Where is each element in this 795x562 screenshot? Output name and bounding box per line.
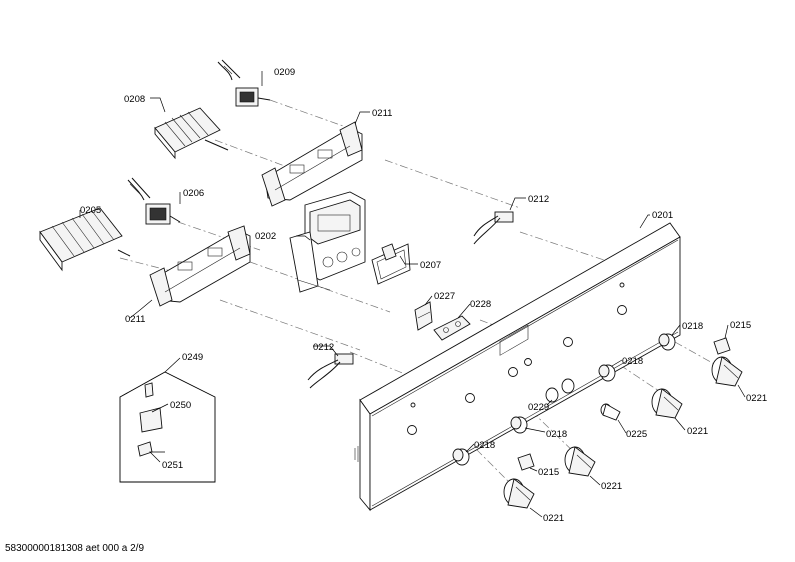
button-0215-b xyxy=(517,453,535,471)
label-0206: 0206 xyxy=(183,188,204,199)
pushrod-0225 xyxy=(600,403,621,421)
label-0201: 0201 xyxy=(652,210,673,221)
kit-box-0249 xyxy=(119,357,216,483)
knob-0221-c xyxy=(564,446,596,477)
bushing-0218-d xyxy=(452,448,470,466)
label-0221-c: 0221 xyxy=(601,481,622,492)
label-0212-lower: 0212 xyxy=(313,342,334,353)
label-0211-lower: 0211 xyxy=(125,314,145,325)
clip-0228 xyxy=(433,315,471,341)
label-0225: 0225 xyxy=(626,429,647,440)
label-0227: 0227 xyxy=(434,291,455,302)
leader-lines xyxy=(79,71,746,518)
label-0202: 0202 xyxy=(255,231,276,242)
label-0207: 0207 xyxy=(420,260,441,271)
label-0250: 0250 xyxy=(170,400,191,411)
label-0218-a: 0218 xyxy=(682,321,703,332)
bracket-0211-upper xyxy=(261,121,363,207)
label-0215-a: 0215 xyxy=(730,320,751,331)
label-0205: 0205 xyxy=(80,205,101,216)
lens-frame-0207 xyxy=(371,243,411,285)
thermostat-0206 xyxy=(127,177,181,225)
label-0218-d: 0218 xyxy=(474,440,495,451)
control-panel-0201 xyxy=(354,222,681,512)
knob-0221-a xyxy=(711,356,743,387)
label-0211-upper: 0211 xyxy=(372,108,392,119)
electronics-module-0202 xyxy=(289,191,366,293)
label-0218-b: 0218 xyxy=(622,356,643,367)
wiring-0212-lower xyxy=(307,353,354,389)
bushing-0218-a xyxy=(658,333,676,351)
label-0221-b: 0221 xyxy=(687,426,708,437)
part-labels: 0201 0202 0205 0206 0207 0208 0209 0211 … xyxy=(80,67,767,524)
thermostat-0209 xyxy=(217,59,271,107)
label-0249: 0249 xyxy=(182,352,203,363)
label-0209: 0209 xyxy=(274,67,295,78)
bushing-0218-b xyxy=(598,364,616,382)
document-footer: 58300000181308 aet 000 a 2/9 xyxy=(5,543,145,554)
clip-0227 xyxy=(414,301,433,331)
bracket-0211-lower xyxy=(149,225,251,307)
label-0251: 0251 xyxy=(162,460,183,471)
lamp-holder-0229 xyxy=(545,378,575,403)
label-0221-a: 0221 xyxy=(746,393,767,404)
label-0208: 0208 xyxy=(124,94,145,105)
knob-0221-d xyxy=(503,478,535,509)
label-0218-c: 0218 xyxy=(546,429,567,440)
selector-switch-0205 xyxy=(39,207,131,272)
bushing-0218-c xyxy=(510,416,528,434)
label-0229: 0229 xyxy=(528,402,549,413)
knob-0221-b xyxy=(651,388,683,419)
label-0215-b: 0215 xyxy=(538,467,559,478)
selector-switch-0208 xyxy=(154,107,229,160)
label-0221-d: 0221 xyxy=(543,513,564,524)
wiring-0212-upper xyxy=(473,211,514,245)
label-0228: 0228 xyxy=(470,299,491,310)
label-0212-upper: 0212 xyxy=(528,194,549,205)
button-0215-a xyxy=(713,337,731,355)
